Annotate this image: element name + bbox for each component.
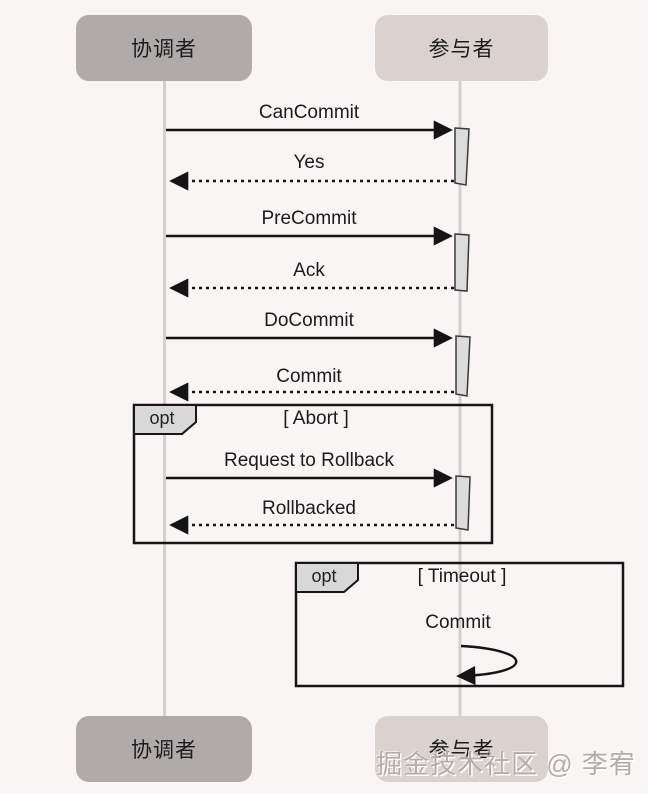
message-label-ack: Ack [293, 260, 325, 281]
actor-label-participant-top: 参与者 [428, 38, 495, 61]
opt-fragment-abort-border [132, 403, 494, 545]
actor-box-coordinator-bottom: 协调者 [76, 716, 252, 782]
opt-condition-timeout: [ Timeout ] [417, 566, 507, 587]
actor-label-coordinator-bottom: 协调者 [131, 739, 197, 762]
opt-condition-abort: [ Abort ] [283, 408, 349, 429]
message-label-cancommit: CanCommit [258, 102, 360, 123]
activation-bar-docommit [455, 335, 471, 397]
actor-label-coordinator-top: 协调者 [131, 38, 197, 61]
message-label-request-to-rollback: Request to Rollback [223, 450, 395, 471]
message-label-yes: Yes [293, 152, 325, 173]
opt-fragment-timeout-border [294, 561, 625, 688]
message-arrow-self-commit [456, 644, 518, 686]
actor-box-participant-top: 参与者 [375, 15, 548, 81]
activation-bar-precommit [454, 233, 470, 292]
message-label-rollbacked: Rollbacked [262, 498, 356, 519]
actor-box-participant-bottom: 参与者 [375, 716, 548, 782]
opt-operator-timeout: opt [311, 566, 337, 586]
activation-bar-rollback [455, 475, 471, 531]
opt-operator-abort: opt [149, 408, 175, 428]
message-label-self-commit: Commit [425, 612, 491, 633]
watermark: 掘金技术社区 @ 李宥 [376, 749, 636, 779]
actor-label-participant-bottom: 参与者 [428, 739, 495, 762]
opt-fragment-abort-tab [133, 404, 197, 435]
message-label-docommit: DoCommit [264, 310, 354, 331]
activation-bar-cancommit [454, 127, 470, 186]
actor-box-coordinator-top: 协调者 [76, 15, 252, 81]
message-label-precommit: PreCommit [261, 208, 357, 229]
message-label-commit-reply: Commit [276, 366, 342, 387]
opt-fragment-timeout-tab [295, 562, 359, 593]
